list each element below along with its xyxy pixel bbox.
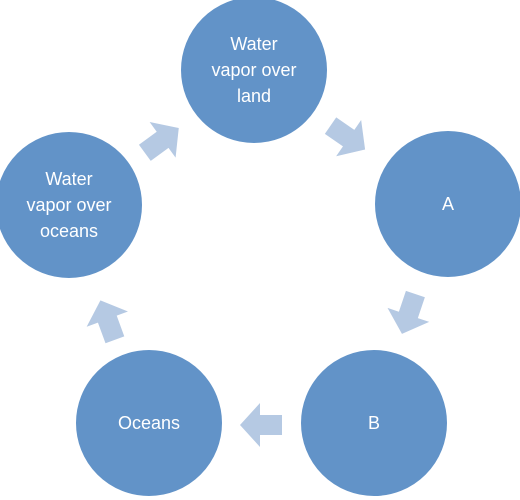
node-label-a-line-1: A [442,194,454,214]
node-circle-a [373,129,520,279]
node-b: B [299,348,449,498]
node-label-water-vapor-land-line-1: Water [230,34,277,54]
node-label-water-vapor-oceans-line-1: Water [45,169,92,189]
node-circle-oceans [74,348,224,498]
node-water-vapor-oceans: Water vapor over oceans [0,130,144,280]
node-oceans: Oceans [74,348,224,498]
node-label-water-vapor-land-line-2: vapor over [211,60,296,80]
arrow-a-to-b [387,290,430,334]
node-label-oceans-line-1: Oceans [118,413,180,433]
arrow-water-vapor-oceans-to-water-vapor-land [138,122,179,161]
node-label-water-vapor-oceans-line-3: oceans [40,221,98,241]
arrow-b-to-oceans [240,403,282,447]
arrow-water-vapor-land-to-a [324,117,366,157]
arrow-oceans-to-water-vapor-oceans [86,300,128,344]
node-circle-water-vapor-land [179,0,329,145]
node-water-vapor-land: Water vapor over land [179,0,329,145]
node-circle-water-vapor-oceans [0,130,144,280]
node-circle-b [299,348,449,498]
node-label-b-line-1: B [368,413,380,433]
node-a: A [373,129,520,279]
arrows-layer [86,117,430,447]
node-label-water-vapor-land-line-3: land [237,86,271,106]
node-label-water-vapor-oceans-line-2: vapor over [26,195,111,215]
